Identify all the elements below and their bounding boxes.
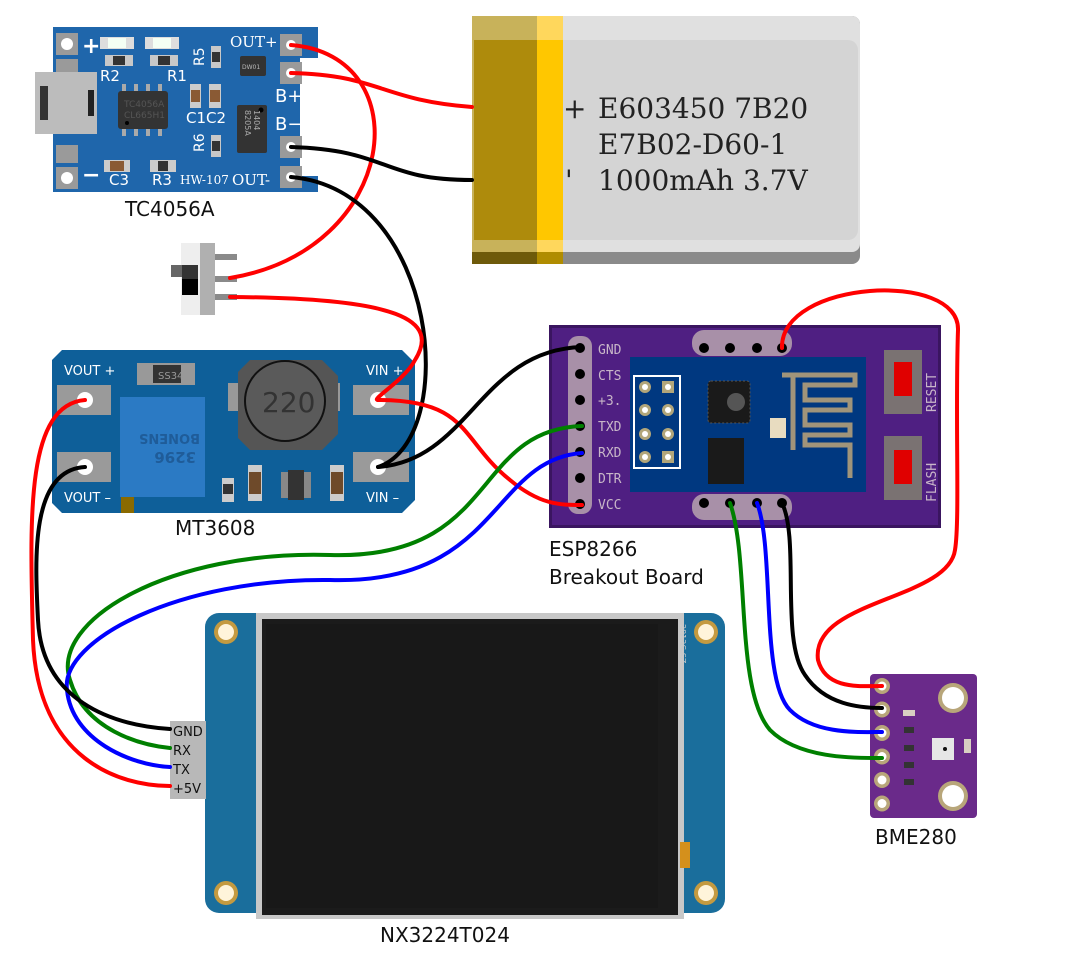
out-plus-label: OUT+ xyxy=(230,33,278,51)
inductor-label: 220 xyxy=(262,386,315,419)
wire-bminus-battery[interactable] xyxy=(289,145,474,182)
wire-esp-bme-gnd[interactable] xyxy=(780,501,884,710)
protect-chip-label: DW01 xyxy=(242,64,260,71)
wire-outplus-switch[interactable] xyxy=(228,43,377,280)
wire-vinplus-espvcc[interactable] xyxy=(376,398,584,507)
battery-minus-sign: ' xyxy=(565,164,573,197)
wire-esp-bme-vin[interactable] xyxy=(779,288,961,689)
charger-minus-label: − xyxy=(82,163,100,188)
display-connector: GND RX TX +5V xyxy=(170,721,206,799)
r3-label: R3 xyxy=(152,171,172,189)
flash-button[interactable] xyxy=(884,436,922,500)
flash-label: FLASH xyxy=(925,463,940,502)
c2-label: C2 xyxy=(206,109,226,127)
sensor-name-label: BME280 xyxy=(875,825,957,849)
r6-label: R6 xyxy=(192,133,208,152)
slide-switch[interactable] xyxy=(171,243,237,315)
display-pin-rx: RX xyxy=(173,744,191,759)
battery-label-line2: E7B02-D60-1 xyxy=(598,128,787,161)
c3-label: C3 xyxy=(109,171,129,189)
esp-pin-dtr: DTR xyxy=(598,472,622,487)
reset-label: RESET xyxy=(925,373,940,412)
diode-label: SS34 xyxy=(158,371,183,382)
esp-pin-3v3: +3. xyxy=(598,394,621,409)
wire-esptxd-displayrx[interactable] xyxy=(66,424,584,750)
vout-minus-label: VOUT – xyxy=(64,491,111,506)
esp-pin-cts: CTS xyxy=(598,369,621,384)
c1-label: C1 xyxy=(186,109,206,127)
tc4056a-chip: TC4056A CL665H1 xyxy=(118,84,168,136)
display-name-label: NX3224T024 xyxy=(380,923,510,947)
esp-name-line1: ESP8266 xyxy=(549,537,637,561)
wire-voutplus-display5v[interactable] xyxy=(29,398,172,788)
nextion-display[interactable]: 2812C-SZ xyxy=(205,613,725,919)
esp-name-line2: Breakout Board xyxy=(549,565,704,589)
esp8266-breakout-board[interactable]: RESET FLASH GND CTS +3. TXD RXD DTR VCC xyxy=(549,325,941,528)
bme280-pin[interactable] xyxy=(874,772,890,788)
b-minus-label: B− xyxy=(275,114,302,135)
bme280-sensor[interactable] xyxy=(870,674,977,818)
vin-plus-label: VIN + xyxy=(366,364,403,379)
wire-bplus-battery[interactable] xyxy=(289,71,474,109)
esp-pin-vcc: VCC xyxy=(598,498,621,513)
wire-esp-bme-sda[interactable] xyxy=(728,501,884,761)
mt3608-board[interactable]: SS34 220 BONENS 3296 VOUT + VOUT – VIN +… xyxy=(52,350,415,513)
display-pin-tx: TX xyxy=(172,763,190,778)
esp-header-pin[interactable] xyxy=(575,473,585,483)
b-plus-label: B+ xyxy=(275,86,302,107)
wire-esprxd-displaytx[interactable] xyxy=(64,451,584,769)
battery[interactable]: + E603450 7B20 E7B02-D60-1 ' 1000mAh 3.7… xyxy=(472,16,860,264)
mosfet-label2: 1404 xyxy=(252,110,261,130)
bme280-pin[interactable] xyxy=(874,795,890,812)
wire-voutminus-displaygnd[interactable] xyxy=(34,465,172,731)
trim-potentiometer[interactable] xyxy=(120,397,205,497)
charger-plus-label: + xyxy=(82,34,100,59)
panel-code: 2812C-SZ xyxy=(678,624,687,664)
wire-esp-bme-scl[interactable] xyxy=(755,501,884,735)
out-minus-label: OUT- xyxy=(232,171,270,189)
charger-chip-label2: CL665H1 xyxy=(124,111,165,121)
esp-pin-rxd: RXD xyxy=(598,446,622,461)
wire-outminus-vinminus[interactable] xyxy=(289,175,428,469)
battery-label-line3: 1000mAh 3.7V xyxy=(598,164,808,197)
pot-brand: BONENS xyxy=(139,430,200,445)
charger-name-label: TC4056A xyxy=(124,197,215,221)
mosfet-label1: 8205A xyxy=(243,110,252,136)
battery-label-line1: E603450 7B20 xyxy=(598,92,808,125)
charger-chip-label1: TC4056A xyxy=(123,100,165,110)
display-pin-5v: +5V xyxy=(173,782,201,797)
esp-pin-txd: TXD xyxy=(598,420,622,435)
esp-header-pin[interactable] xyxy=(575,395,585,405)
wire-switch-vinplus[interactable] xyxy=(228,295,424,402)
board-code: HW-107 xyxy=(180,173,229,187)
wire-vinminus-espgnd[interactable] xyxy=(376,345,584,469)
r2-label: R2 xyxy=(100,67,120,85)
pad-vout-plus[interactable] xyxy=(57,385,111,415)
esp-header-pin[interactable] xyxy=(575,369,585,379)
vout-plus-label: VOUT + xyxy=(64,364,115,379)
r1-label: R1 xyxy=(167,67,187,85)
display-pin-gnd: GND xyxy=(173,725,203,740)
esp-pin-gnd: GND xyxy=(598,343,622,358)
boost-name-label: MT3608 xyxy=(175,516,255,540)
r5-label: R5 xyxy=(192,47,208,66)
pot-model: 3296 xyxy=(154,448,196,466)
tc4056a-board[interactable]: + − R2 R1 TC4056A CL665H1 R5 C1 C2 R6 xyxy=(35,27,320,192)
vin-minus-label: VIN – xyxy=(366,491,399,506)
battery-plus-sign: + xyxy=(563,92,586,125)
reset-button[interactable] xyxy=(884,350,922,414)
